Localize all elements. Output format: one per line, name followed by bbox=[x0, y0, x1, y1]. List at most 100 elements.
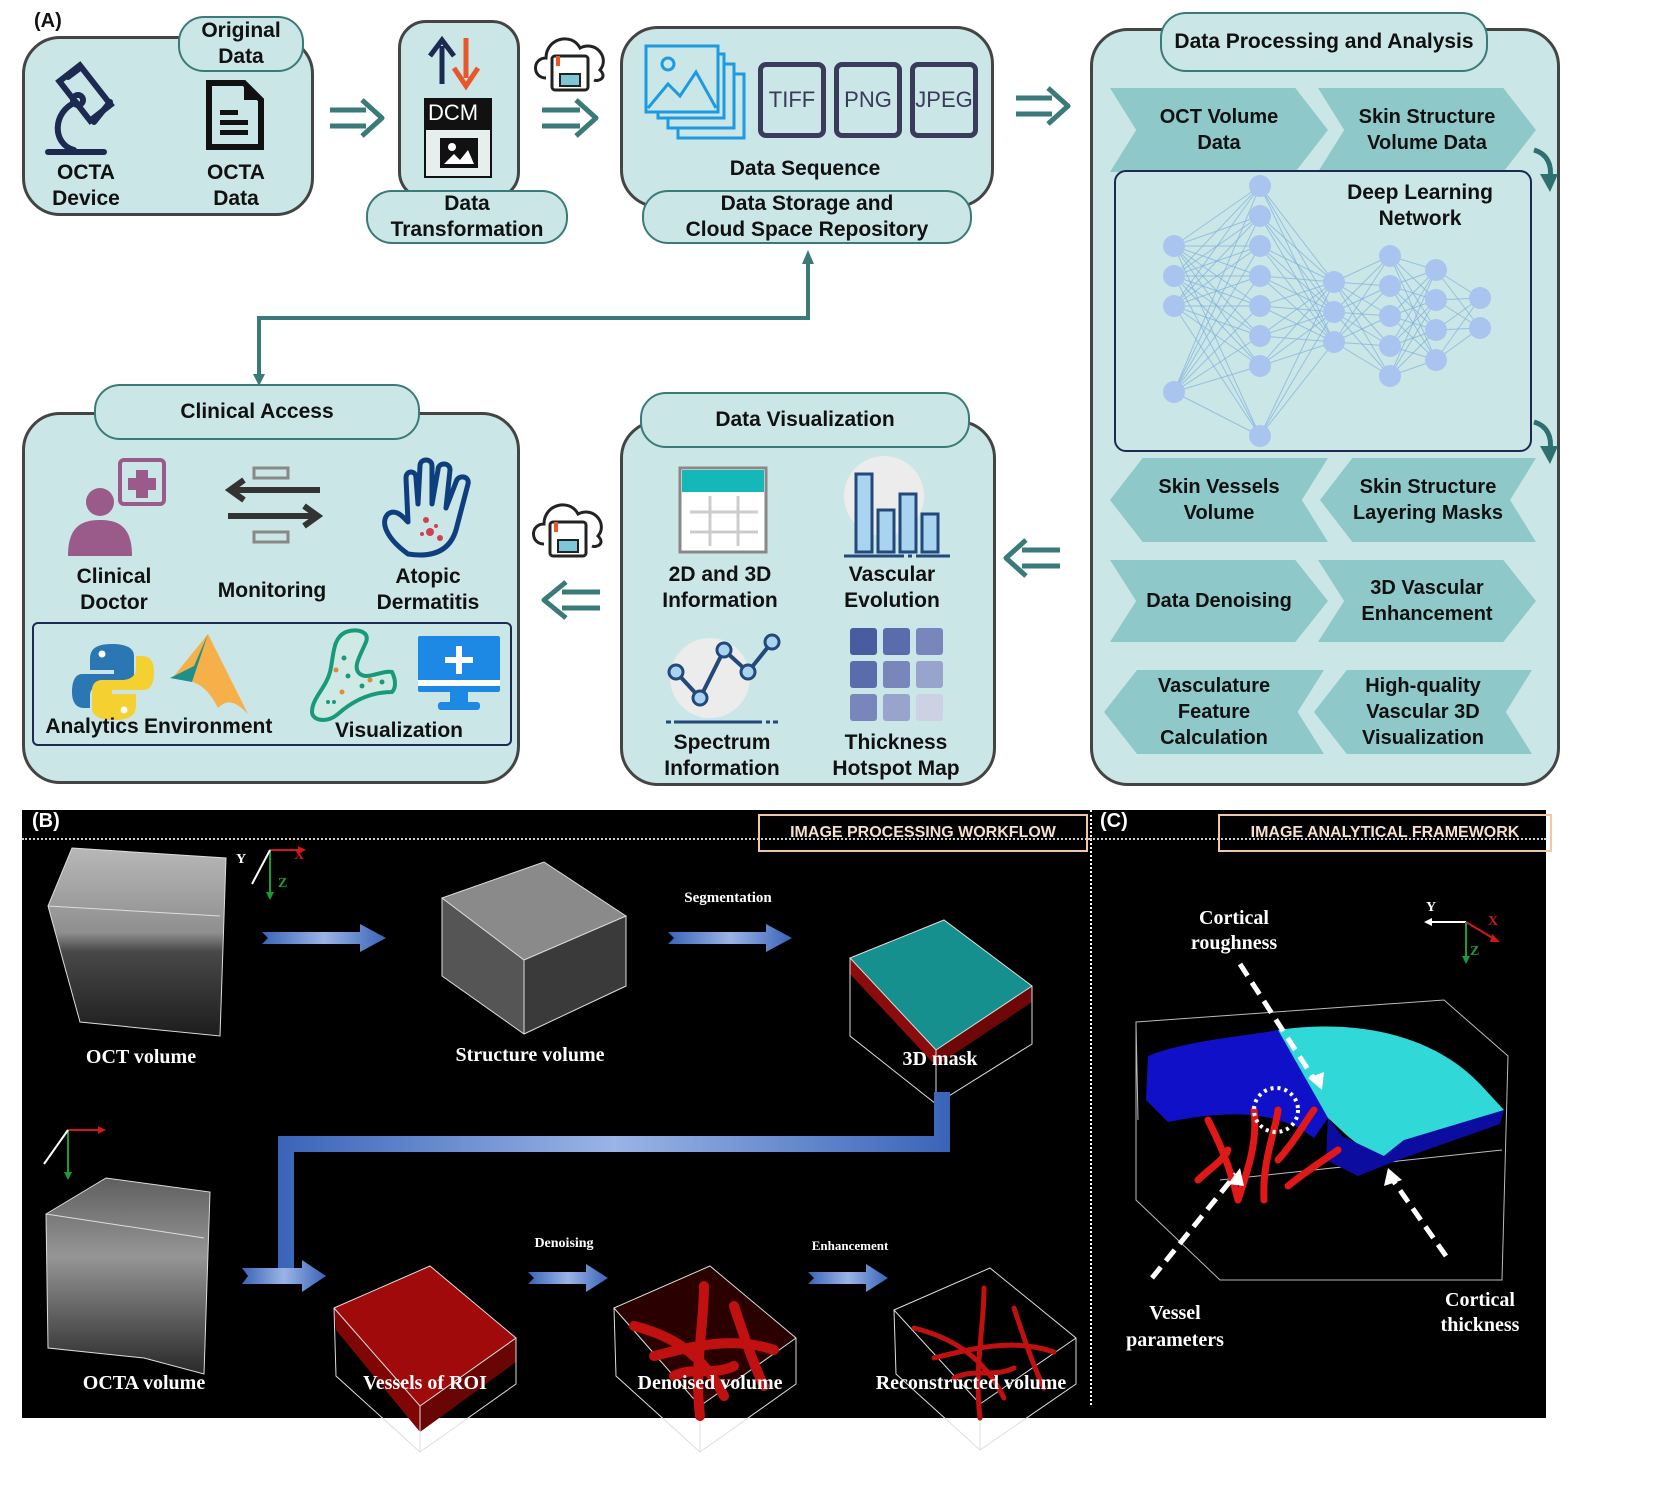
double-arrow-right-icon bbox=[542, 98, 599, 138]
curved-arrow-down-icon bbox=[1533, 147, 1558, 192]
network-edge bbox=[1389, 269, 1437, 347]
reconstructed-volume-caption: Reconstructed volume bbox=[875, 1372, 1067, 1394]
environment-label: Environment bbox=[144, 715, 273, 738]
axis-y-label: Y bbox=[236, 852, 247, 867]
data-transformation-tag: Data Transformation bbox=[366, 190, 568, 244]
clinical-title: Clinical Access bbox=[94, 384, 420, 440]
network-node bbox=[1249, 325, 1271, 347]
vessel-branch bbox=[951, 1365, 1017, 1381]
axis-x-label: X bbox=[1488, 914, 1499, 929]
step-high-quality-visualization: High-quality Vascular 3D Visualization bbox=[1314, 670, 1532, 754]
network-node bbox=[1163, 295, 1185, 317]
panel-b-divider bbox=[22, 838, 1090, 840]
network-node bbox=[1379, 305, 1401, 327]
cloud-storage-icon bbox=[534, 37, 605, 92]
heatmap-cell bbox=[850, 661, 877, 688]
network-node bbox=[1469, 317, 1491, 339]
visualization-tool-label: Visualization bbox=[335, 719, 463, 742]
step-oct-volume-data: OCT Volume Data bbox=[1110, 88, 1328, 172]
3d-mask-render bbox=[849, 919, 1033, 1105]
clinical-doctor-label: Clinical Doctor bbox=[76, 565, 152, 614]
heatmap-cell bbox=[916, 628, 943, 655]
network-node bbox=[1379, 245, 1401, 267]
network-edge bbox=[1173, 245, 1261, 307]
structure-volume-caption: Structure volume bbox=[455, 1044, 605, 1066]
octa-device-label: OCTA Device bbox=[52, 161, 120, 210]
network-edge bbox=[1259, 281, 1335, 307]
network-node bbox=[1379, 275, 1401, 297]
transfer-arrows-icon bbox=[428, 35, 481, 91]
network-edge bbox=[1259, 311, 1335, 367]
network-node bbox=[1249, 265, 1271, 287]
network-node bbox=[1425, 349, 1447, 371]
network-edge bbox=[1173, 215, 1261, 393]
vessels-roi-caption: Vessels of ROI bbox=[363, 1372, 487, 1394]
network-node bbox=[1249, 295, 1271, 317]
step-skin-structure-volume-data: Skin Structure Volume Data bbox=[1318, 88, 1536, 172]
network-edge bbox=[1173, 275, 1261, 393]
step-data-denoising: Data Denoising bbox=[1110, 560, 1328, 642]
network-edge bbox=[1173, 245, 1261, 393]
oct-volume-render bbox=[47, 847, 227, 1037]
heatmap-cell bbox=[883, 628, 910, 655]
octa-volume-render bbox=[45, 1177, 211, 1375]
bar-chart-icon bbox=[844, 456, 950, 558]
axis-x-label: X bbox=[294, 848, 305, 863]
network-edge bbox=[1259, 185, 1335, 283]
network-node bbox=[1379, 365, 1401, 387]
python-logo-icon bbox=[72, 644, 154, 720]
vis-item-thickness-hotspot: Thickness Hotspot Map bbox=[832, 731, 960, 780]
oct-volume-caption: OCT volume bbox=[85, 1046, 197, 1068]
segmentation-label: Segmentation bbox=[684, 890, 772, 906]
network-edge bbox=[1173, 305, 1261, 393]
network-node bbox=[1249, 235, 1271, 257]
process-arrow bbox=[262, 924, 386, 952]
vessel-icon bbox=[309, 628, 397, 722]
network-edge bbox=[1333, 285, 1391, 343]
network-edge bbox=[1173, 275, 1261, 307]
network-edge bbox=[1259, 215, 1335, 283]
cortical-roughness-annotation: Cortical roughness bbox=[1190, 907, 1278, 954]
network-edge bbox=[1173, 185, 1261, 277]
network-edge bbox=[1259, 341, 1335, 437]
step-3d-vascular-enhancement: 3D Vascular Enhancement bbox=[1318, 560, 1536, 642]
annotation-arrows bbox=[1150, 962, 1449, 1280]
network-node bbox=[1425, 319, 1447, 341]
network-edge bbox=[1259, 275, 1335, 283]
atopic-dermatitis-label: Atopic Dermatitis bbox=[376, 565, 480, 614]
vessel-branch bbox=[649, 1338, 779, 1361]
panel-c-divider-vertical bbox=[1090, 810, 1092, 1405]
network-node bbox=[1249, 425, 1271, 447]
network-node bbox=[1163, 235, 1185, 257]
network-edge bbox=[1173, 391, 1261, 437]
network-node bbox=[1469, 287, 1491, 309]
image-processing-header: IMAGE PROCESSING WORKFLOW bbox=[758, 814, 1088, 852]
vis-item-vascular-evolution: Vascular Evolution bbox=[844, 563, 940, 612]
vessel-branch bbox=[931, 1342, 1057, 1361]
file-format-tiff: TIFF bbox=[758, 62, 826, 138]
vis-item-spectrum: Spectrum Information bbox=[664, 731, 780, 780]
image-stack-icon bbox=[644, 44, 746, 140]
vessel-branch bbox=[975, 1285, 987, 1421]
double-arrow-right-icon bbox=[330, 98, 385, 138]
mask-to-roi-connector bbox=[242, 1092, 950, 1292]
network-node bbox=[1249, 355, 1271, 377]
file-format-jpeg: JPEG bbox=[910, 62, 978, 138]
original-data-tag: Original Data bbox=[178, 16, 304, 72]
vis-item-2d3d: 2D and 3D Information bbox=[662, 563, 778, 612]
denoised-volume-caption: Denoised volume bbox=[637, 1372, 783, 1394]
matlab-logo-icon bbox=[170, 634, 248, 714]
3d-mask-caption: 3D mask bbox=[902, 1048, 978, 1070]
network-edge bbox=[1173, 305, 1261, 367]
network-edge bbox=[1173, 245, 1261, 437]
reconstructed-volume-render bbox=[893, 1267, 1077, 1451]
panel-a-label: (A) bbox=[34, 10, 62, 32]
heatmap-cell bbox=[850, 694, 877, 721]
panel-c-divider bbox=[1090, 838, 1546, 840]
deep-learning-network-box bbox=[1114, 170, 1532, 452]
monitoring-label: Monitoring bbox=[217, 579, 327, 602]
network-edge bbox=[1173, 185, 1261, 307]
heatmap-cell bbox=[916, 694, 943, 721]
line-chart-icon bbox=[666, 633, 781, 724]
hand-dermatitis-icon bbox=[382, 457, 471, 558]
